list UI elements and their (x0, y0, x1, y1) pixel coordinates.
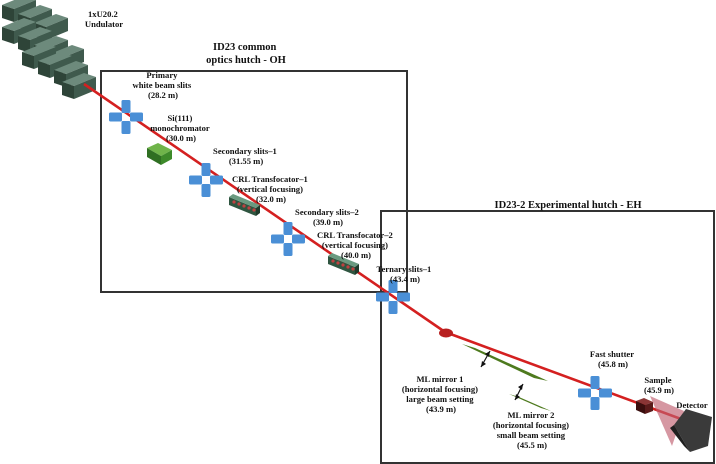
fast-shutter-label: Fast shutter (45.8 m) (590, 349, 636, 369)
detector-icon (670, 409, 712, 452)
primary-slits-label: Primary white beam slits (28.2 m) (133, 70, 194, 100)
secondary-slits-2-label: Secondary slits–2 (39.0 m) (295, 207, 361, 227)
beam-monitor-icon (439, 328, 453, 338)
hutch-eh-title: ID23-2 Experimental hutch - EH (495, 200, 642, 211)
secondary-slits-2-icon (271, 222, 305, 256)
ml-mirror-2-arrow (514, 383, 524, 401)
detector-label: Detector (676, 400, 708, 410)
secondary-slits-1-icon (189, 163, 223, 197)
svg-text:ID23 common optics hutch: ID23 common optics hutch - OH (206, 42, 286, 66)
secondary-slits-1-label: Secondary slits–1 (31.55 m) (213, 146, 279, 166)
optics-hutch-box (100, 70, 408, 293)
ml-mirror-1-icon (462, 344, 548, 381)
experimental-hutch-box (380, 210, 715, 464)
ml-mirror-1-label: ML mirror 1 (horizontal focusing) large … (402, 374, 480, 414)
crl-transfocator-2-label: CRL Transfocator–2 (vertical focusing) (… (317, 230, 395, 260)
source-label: 1xU20.2 Undulator (85, 9, 123, 29)
ml-mirror-2-label: ML mirror 2 (horizontal focusing) small … (493, 410, 571, 450)
monochromator-icon (147, 143, 172, 165)
undulator (2, 0, 96, 99)
sample-icon (636, 398, 653, 414)
ml-mirror-2-icon (509, 394, 551, 411)
crl-transfocator-1-label: CRL Transfocator–1 (vertical focusing) (… (232, 174, 310, 204)
sample-label: Sample (45.9 m) (644, 375, 674, 395)
monochromator-label: Si(111) monochromator (30.0 m) (150, 113, 212, 143)
fast-shutter-icon (578, 376, 612, 410)
svg-text:1xU20.2 Undulator: 1xU20.2 Undulator (85, 9, 123, 29)
hutch-oh-title: ID23 common optics hutch - OH (206, 42, 286, 66)
ternary-slits-label: Ternary slits–1 (43.4 m) (377, 264, 434, 284)
ml-mirror-1-arrow (480, 350, 491, 368)
